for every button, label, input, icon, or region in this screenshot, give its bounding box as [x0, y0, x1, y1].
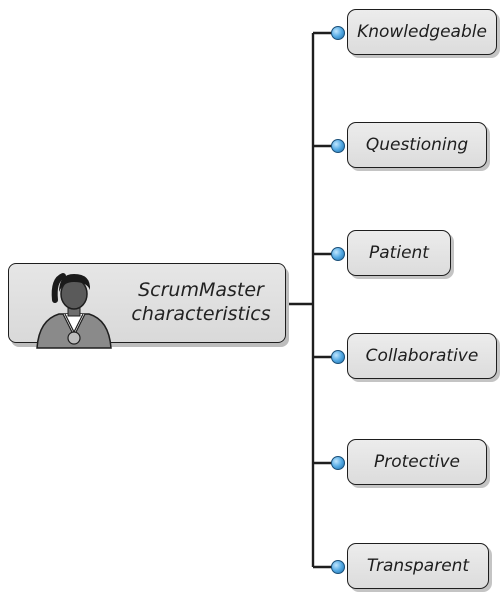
- characteristic-label: Patient: [369, 243, 429, 263]
- characteristic-knowledgeable: Knowledgeable: [347, 9, 497, 55]
- characteristic-label: Collaborative: [365, 346, 479, 366]
- characteristic-label: Protective: [373, 452, 461, 472]
- bullet-icon: [331, 456, 345, 470]
- characteristic-label: Questioning: [365, 135, 469, 155]
- bullet-icon: [331, 350, 345, 364]
- bullet-icon: [331, 139, 345, 153]
- characteristic-protective: Protective: [347, 439, 487, 485]
- characteristic-collaborative: Collaborative: [347, 333, 497, 379]
- characteristic-label: Transparent: [366, 556, 470, 576]
- characteristic-label: Knowledgeable: [357, 22, 487, 42]
- characteristic-transparent: Transparent: [347, 543, 489, 589]
- root-label-line2: characteristics: [131, 303, 271, 325]
- characteristic-patient: Patient: [347, 230, 451, 276]
- bullet-icon: [331, 26, 345, 40]
- bullet-icon: [331, 247, 345, 261]
- scrummaster-person-icon: [36, 273, 112, 349]
- bullet-icon: [331, 560, 345, 574]
- characteristic-questioning: Questioning: [347, 122, 487, 168]
- root-label: ScrumMaster characteristics: [117, 278, 285, 326]
- root-label-line1: ScrumMaster: [138, 279, 264, 301]
- root-node: ScrumMaster characteristics: [8, 263, 286, 349]
